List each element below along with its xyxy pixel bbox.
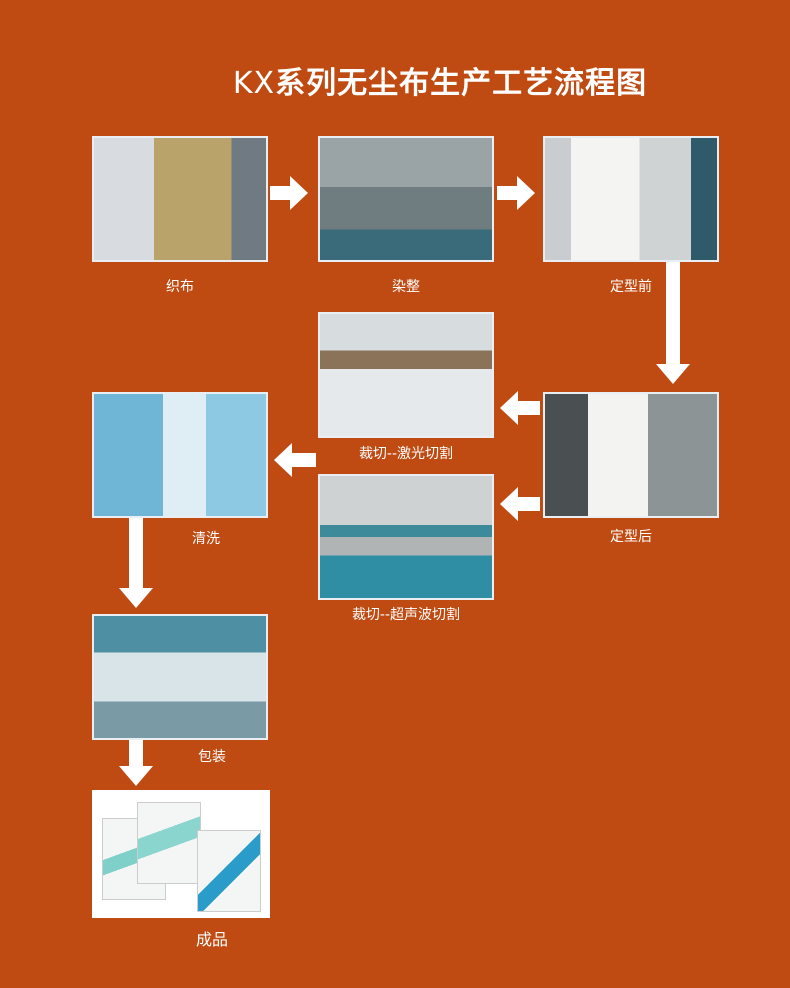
step-label-laser-cutting: 裁切--激光切割 <box>358 446 454 462</box>
title-prefix: KX <box>232 66 276 101</box>
post-setting-photo <box>543 392 719 518</box>
arrow-down-icon <box>119 518 153 608</box>
step-label-post-setting: 定型后 <box>610 529 652 545</box>
arrow-left-icon <box>500 391 540 425</box>
title-main: 系列无尘布生产工艺流程图 <box>275 66 648 101</box>
product-bag <box>197 830 261 912</box>
arrow-down-icon <box>119 740 153 786</box>
step-label-pre-setting: 定型前 <box>610 279 652 295</box>
arrow-down-icon <box>656 262 690 384</box>
arrow-right-icon <box>497 176 535 210</box>
arrow-left-icon <box>274 443 316 477</box>
step-label-finished: 成品 <box>195 930 228 949</box>
arrow-right-icon <box>270 176 308 210</box>
step-label-weaving: 织布 <box>166 279 194 295</box>
dyeing-photo <box>318 136 494 262</box>
arrow-left-icon <box>500 487 540 521</box>
cleaning-photo <box>92 392 268 518</box>
page-title: KX系列无尘布生产工艺流程图 <box>0 58 790 102</box>
pre-setting-photo <box>543 136 719 262</box>
finished-product-photo <box>92 790 270 918</box>
step-label-dyeing: 染整 <box>392 279 420 295</box>
step-label-ultrasonic-cutting: 裁切--超声波切割 <box>351 607 461 623</box>
laser-cutting-photo <box>318 312 494 438</box>
weaving-photo <box>92 136 268 262</box>
product-bag <box>137 802 201 884</box>
step-label-packing: 包装 <box>198 749 226 765</box>
step-label-cleaning: 清洗 <box>192 531 220 547</box>
packing-photo <box>92 614 268 740</box>
ultrasonic-cutting-photo <box>318 474 494 600</box>
